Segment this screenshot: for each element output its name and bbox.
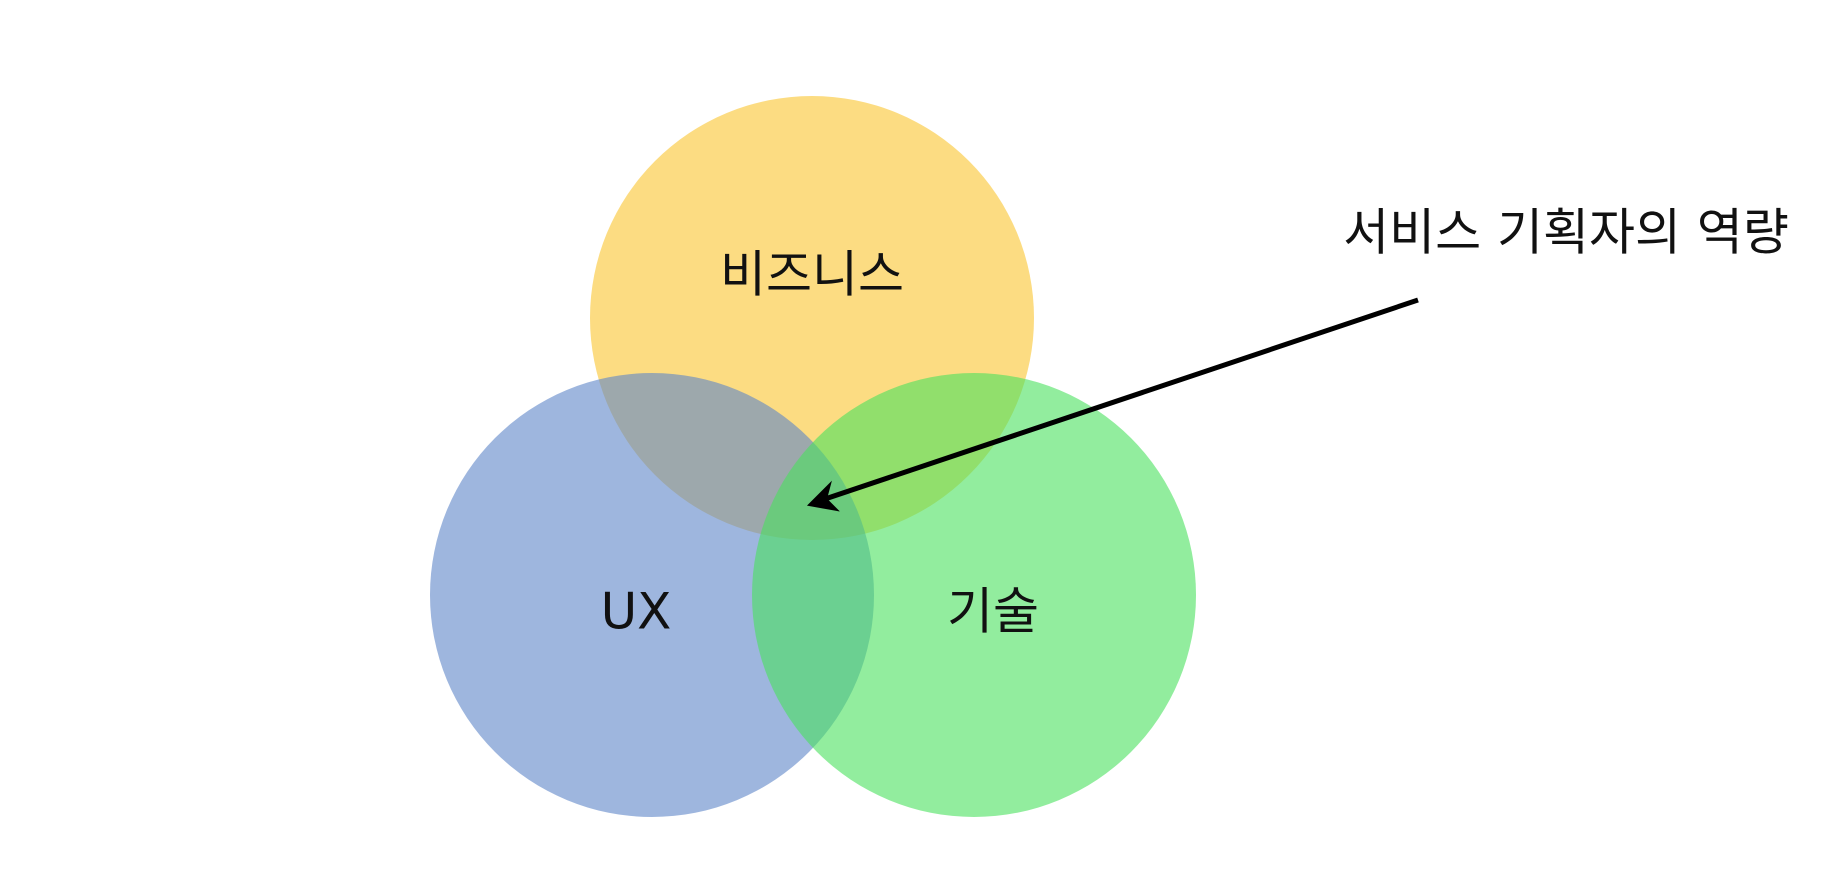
business-label: 비즈니스 [720,246,904,304]
ux-circle [430,373,874,817]
tech-label: 기술 [947,583,1039,641]
ux-label: UX [601,583,672,641]
annotation-arrow-line [821,297,1419,503]
annotation-text: 서비스 기획자의 역량 [1343,204,1789,262]
annotation-arrow-head [806,480,840,512]
